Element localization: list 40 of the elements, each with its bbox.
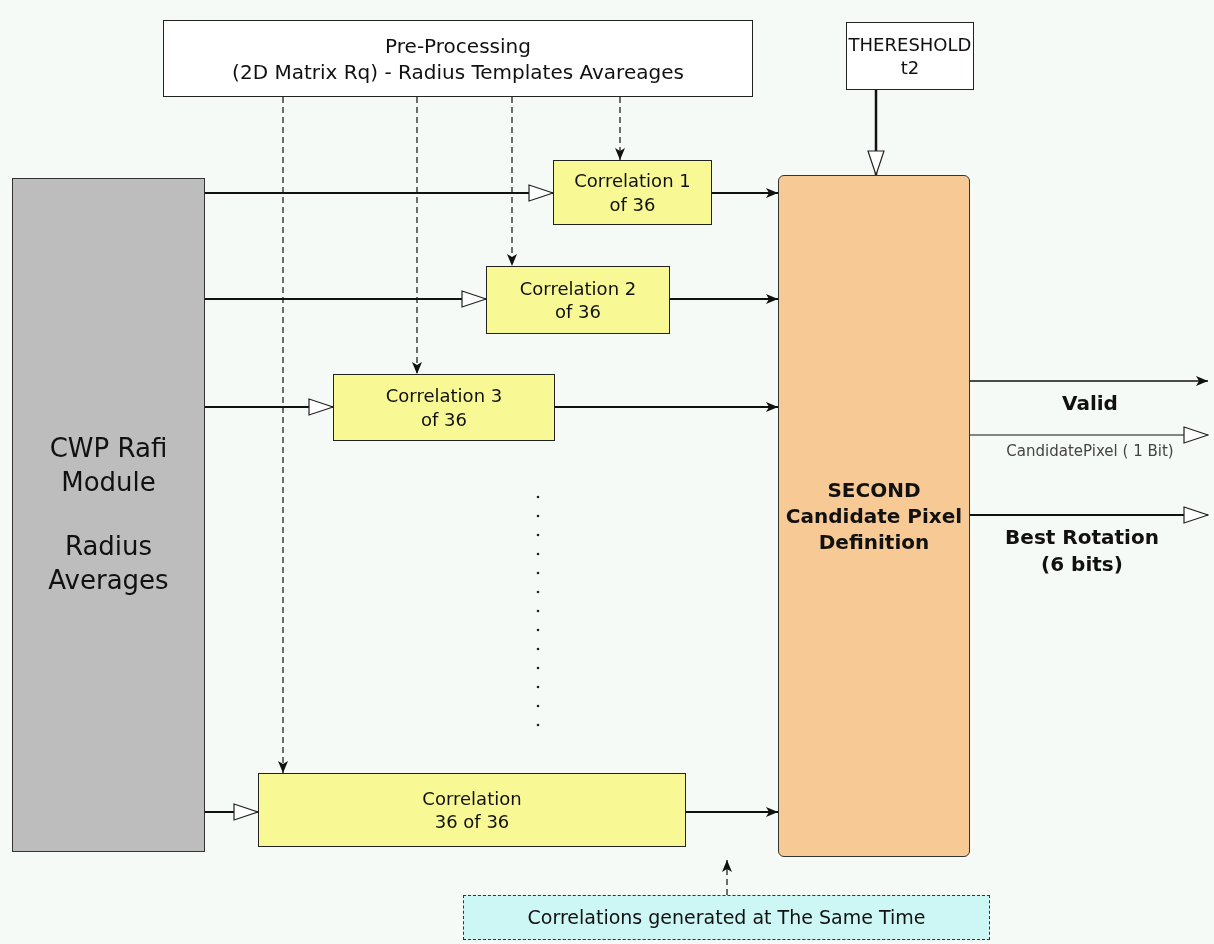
module-box bbox=[12, 178, 205, 852]
node-text: Correlations generated at The Same Time bbox=[526, 905, 927, 930]
process-box bbox=[846, 22, 974, 90]
edge-label: Best Rotation (6 bits) bbox=[1004, 524, 1160, 578]
node-text: Correlation 3 of 36 bbox=[384, 384, 504, 431]
arrow bbox=[278, 96, 288, 774]
node-text: Correlation 1 of 36 bbox=[573, 169, 692, 216]
node-text: THERESHOLD t2 bbox=[847, 32, 973, 80]
arrow bbox=[204, 184, 554, 202]
node-text: (2D Matrix Rq) - Radius Templates Avareages bbox=[231, 58, 685, 85]
node-text: Radius Averages bbox=[47, 530, 170, 597]
process-box bbox=[258, 773, 686, 847]
node-text: Correlation 2 of 36 bbox=[518, 276, 638, 324]
arrow bbox=[685, 807, 779, 817]
edge-label: Valid bbox=[1061, 390, 1119, 417]
arrow bbox=[669, 294, 779, 304]
process-box bbox=[486, 266, 670, 334]
arrow bbox=[554, 402, 779, 412]
process-box bbox=[778, 175, 970, 857]
node-text: CWP Rafi Module bbox=[48, 432, 169, 500]
node-text: SECOND Candidate Pixel Definition bbox=[784, 477, 964, 555]
arrow bbox=[969, 426, 1209, 444]
arrow bbox=[969, 376, 1209, 386]
arrow bbox=[711, 188, 779, 198]
node-text: Correlation 36 of 36 bbox=[421, 786, 523, 834]
arrow bbox=[204, 398, 334, 416]
arrow bbox=[615, 96, 625, 161]
arrow bbox=[412, 96, 422, 375]
edge-label: CandidatePixel ( 1 Bit) bbox=[1005, 441, 1175, 462]
arrow bbox=[722, 859, 732, 896]
arrow bbox=[204, 290, 487, 308]
node-text: Pre-Processing bbox=[384, 32, 532, 59]
process-box bbox=[553, 160, 712, 225]
arrow bbox=[204, 803, 259, 821]
process-box bbox=[333, 374, 555, 441]
note-box bbox=[463, 895, 990, 940]
arrow bbox=[969, 506, 1209, 524]
arrow bbox=[507, 96, 517, 267]
arrow bbox=[867, 90, 885, 176]
process-box bbox=[163, 20, 753, 97]
